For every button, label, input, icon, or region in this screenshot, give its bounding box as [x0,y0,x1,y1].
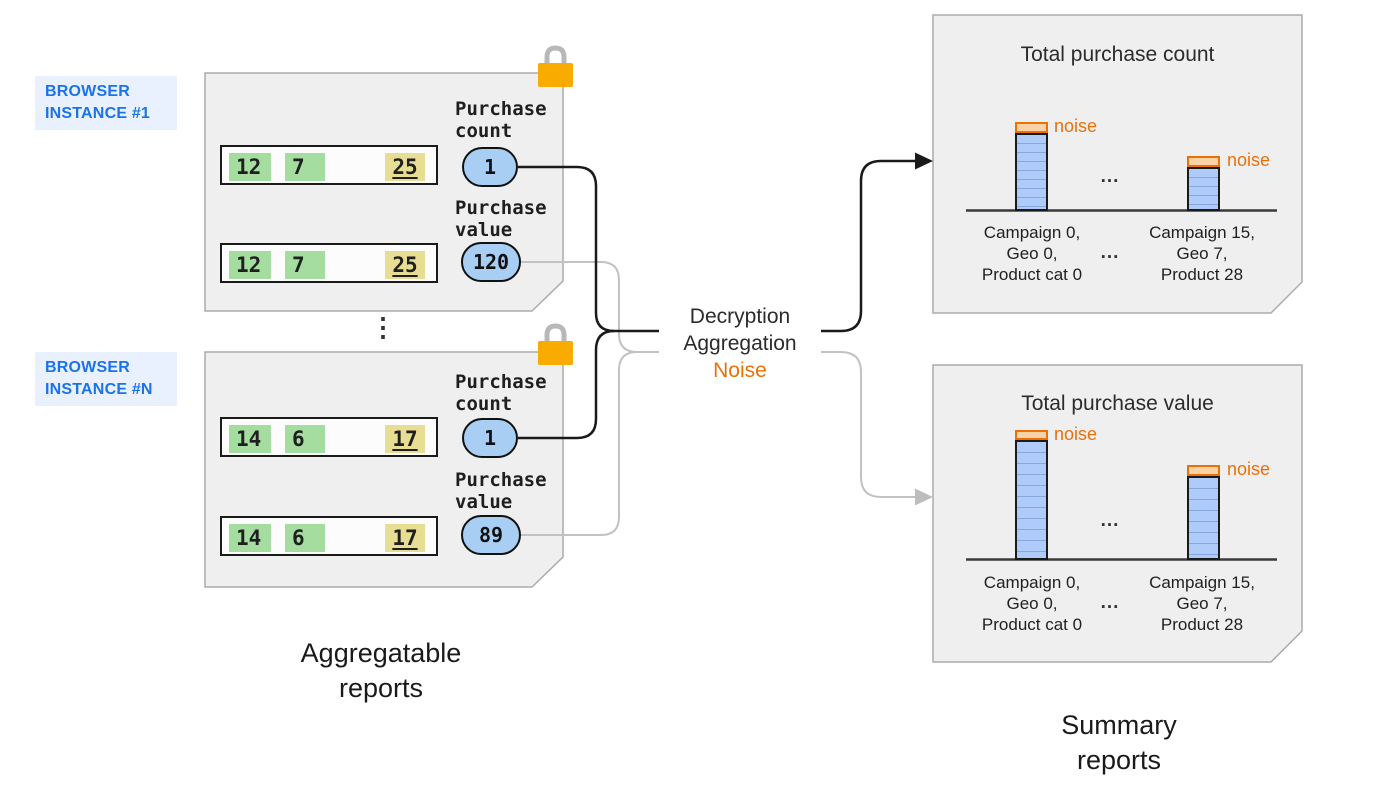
count-bar-1 [1015,133,1048,211]
value-flow-arrowhead-icon [915,488,933,506]
noise-label: noise [1227,459,1271,479]
summary-value-title: Total purchase value [1021,392,1214,415]
summary-reports-caption: Summary reports [1061,710,1177,775]
browser-label-line: INSTANCE #N [45,381,153,398]
key-cell: 14 [229,424,271,453]
lock-icon [538,45,573,87]
value-bar-1 [1015,440,1048,560]
purchase-count-pill: 1 [462,147,518,187]
value-cell: 25 [385,250,425,279]
value-bar-2 [1187,476,1220,560]
count-flow-arrow-line [821,159,916,333]
key-cell: 6 [285,523,325,552]
browser-label-line: INSTANCE #1 [45,105,151,122]
noise-label: noise [1227,150,1271,170]
noise-cap [1015,122,1048,133]
bucket-label: Campaign 15, Geo 7, Product 28 [1149,223,1255,284]
count-flow-line-1 [518,165,659,333]
browser-instance-1-label: BROWSER INSTANCE #1 [35,76,177,130]
aggregation-key-row: 14 6 17 [220,516,438,556]
summary-count-title: Total purchase count [1020,43,1215,66]
aggregation-key-row: 12 7 25 [220,145,438,185]
count-bar-2 [1187,167,1220,211]
aggregation-key-row: 14 6 17 [220,417,438,457]
summary-report-card-count [932,14,1303,314]
aggregation-key-row: 12 7 25 [220,243,438,283]
bucket-label: Campaign 0, Geo 0, Product cat 0 [981,573,1083,634]
noise-cap [1187,156,1220,167]
purchase-count-pill: 1 [462,418,518,458]
bucket-label: Campaign 15, Geo 7, Product 28 [1149,573,1255,634]
bucket-label: Campaign 0, Geo 0, Product cat 0 [981,223,1083,284]
browser-label-line: BROWSER [45,359,130,376]
key-cell: 12 [229,250,271,279]
more-bars-ellipsis: ... [1100,510,1120,531]
purchase-value-label: Purchase value [455,197,547,241]
key-cell: 6 [285,424,325,453]
count-flow-line-n [518,329,615,440]
noise-label: noise [1054,424,1098,444]
browser-label-line: BROWSER [45,83,130,100]
purchase-count-label: Purchase count [455,371,547,415]
value-flow-line-n [521,351,638,536]
key-cell: 7 [285,152,325,181]
aggregatable-reports-caption: Aggregatable reports [300,638,462,703]
value-cell: 17 [385,523,425,552]
aggregation-process-label: Decryption Aggregation Noise [650,303,830,384]
more-instances-ellipsis: ⋮ [370,312,396,342]
value-cell: 17 [385,424,425,453]
value-flow-arrow-line [821,351,916,498]
more-buckets-ellipsis: ... [1100,592,1120,613]
browser-instance-n-label: BROWSER INSTANCE #N [35,352,177,406]
value-flow-line-1 [521,261,659,353]
lock-icon [538,323,573,365]
more-bars-ellipsis: ... [1100,166,1120,187]
process-step: Aggregation [683,332,797,355]
purchase-value-pill: 89 [461,515,521,555]
key-cell: 12 [229,152,271,181]
process-step: Decryption [689,305,791,328]
purchase-value-pill: 120 [461,242,521,282]
more-buckets-ellipsis: ... [1100,242,1120,263]
key-cell: 7 [285,250,325,279]
noise-cap [1015,430,1048,440]
value-cell: 25 [385,152,425,181]
process-step-noise: Noise [713,359,767,382]
noise-cap [1187,465,1220,476]
key-cell: 14 [229,523,271,552]
count-flow-arrowhead-icon [915,152,933,170]
purchase-value-label: Purchase value [455,469,547,513]
noise-label: noise [1054,116,1098,136]
purchase-count-label: Purchase count [455,98,547,142]
